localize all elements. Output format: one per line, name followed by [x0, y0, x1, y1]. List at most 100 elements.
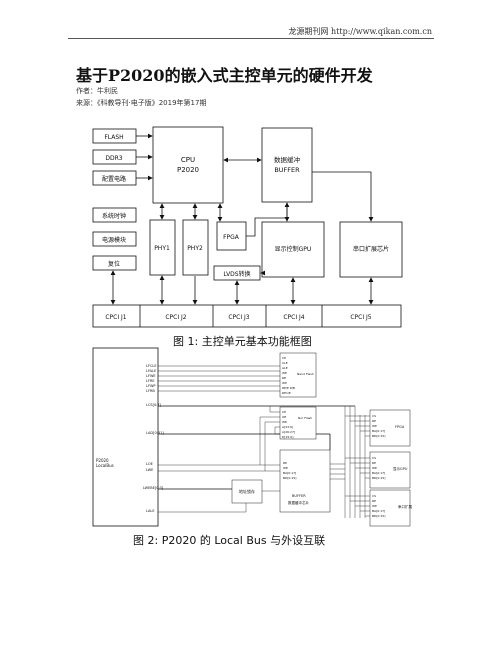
svg-text:LFWE: LFWE — [146, 374, 156, 378]
svg-text:系统时钟: 系统时钟 — [102, 212, 126, 220]
fpga-box: FPGA — [216, 221, 247, 251]
lwebe-label: LWEBE[0:3] — [143, 486, 164, 490]
flash-box: FLASH — [92, 128, 137, 144]
svg-text:地址锁存: 地址锁存 — [239, 488, 255, 494]
svg-text:DDR3: DDR3 — [105, 155, 122, 162]
svg-text:WE: WE — [282, 420, 287, 424]
svg-text:D[15:0]: D[15:0] — [282, 435, 293, 439]
svg-text:BD[0:15]: BD[0:15] — [372, 434, 385, 438]
svg-text:A[23:0]: A[23:0] — [282, 425, 293, 429]
figure2-localbus-diagram: P2020 LocalBus LFCLE LFALE LFWE LFRE LFW… — [92, 347, 412, 527]
power-module-box: 电源模块 — [92, 231, 137, 247]
phy1-box: PHY1 — [149, 219, 176, 276]
svg-text:复位: 复位 — [108, 260, 120, 268]
svg-text:WE: WE — [372, 504, 377, 508]
svg-text:LocalBus: LocalBus — [96, 463, 114, 468]
svg-text:CS: CS — [372, 414, 376, 418]
lcs-label: LCS[0:7] — [146, 403, 162, 407]
p2020-localbus-box: P2020 LocalBus — [92, 347, 159, 527]
svg-text:RE/E R/B: RE/E R/B — [282, 386, 295, 390]
svg-text:BA[0:17]: BA[0:17] — [372, 509, 385, 513]
article-author: 作者：牛利民 — [76, 87, 118, 95]
svg-text:RE: RE — [372, 461, 376, 465]
svg-text:WE: WE — [372, 424, 377, 428]
svg-text:LFWP: LFWP — [146, 384, 156, 388]
svg-text:串口扩展: 串口扩展 — [398, 504, 412, 509]
svg-text:WP: WP — [282, 381, 287, 385]
svg-text:WE: WE — [283, 466, 288, 470]
lale-label: LALE — [146, 509, 155, 513]
gpu-periph-box: CS RE WE BA[0:17] BD[0:15] 显示GPU — [369, 451, 411, 489]
system-clock-box: 系统时钟 — [92, 207, 137, 223]
svg-text:配置电路: 配置电路 — [102, 175, 126, 183]
nand-flash-box: CE CLE ALE WE RE WP RE/E R/B RE1/E Nand … — [279, 352, 317, 398]
svg-text:数据缓冲芯片: 数据缓冲芯片 — [288, 500, 309, 505]
svg-text:CPU: CPU — [181, 156, 195, 164]
svg-text:CLE: CLE — [282, 361, 288, 365]
svg-text:BD[0:15]: BD[0:15] — [372, 514, 385, 518]
svg-text:WE: WE — [282, 371, 287, 375]
nor-flash-box: CE OE WE A[23:0] A[26:27] D[15:0] Nor Fl… — [279, 406, 317, 440]
svg-text:BD[0:15]: BD[0:15] — [283, 476, 296, 480]
figure2-caption: 图 2: P2020 的 Local Bus 与外设互联 — [133, 534, 326, 547]
svg-text:RE: RE — [372, 499, 376, 503]
svg-text:PHY2: PHY2 — [187, 245, 203, 252]
svg-text:BA[0:17]: BA[0:17] — [372, 471, 385, 475]
svg-text:CS: CS — [372, 494, 376, 498]
svg-text:BD[0:15]: BD[0:15] — [372, 476, 385, 480]
svg-text:FPGA: FPGA — [395, 425, 405, 429]
phy2-box: PHY2 — [182, 219, 209, 276]
journal-header: 龙源期刊网 http://www.qikan.com.cn — [288, 27, 432, 36]
svg-text:显示控制GPU: 显示控制GPU — [275, 245, 312, 253]
svg-text:ALE: ALE — [282, 366, 288, 370]
gpu-box: 显示控制GPU — [261, 221, 325, 278]
svg-text:LFRB: LFRB — [146, 389, 155, 393]
cpci-j1-label: CPCI J1 — [105, 314, 126, 321]
buffer-chip-box: RE WE BA[0:17] BD[0:15] BUFFER 数据缓冲芯片 — [279, 449, 331, 513]
lwe-label: LWE — [146, 468, 153, 472]
data-buffer-box: 数据缓冲 BUFFER — [261, 127, 313, 203]
svg-text:CS: CS — [372, 456, 376, 460]
nand-signal-labels: LFCLE LFALE LFWE LFRE LFWP LFRB — [146, 364, 157, 393]
svg-text:RE: RE — [283, 461, 287, 465]
svg-text:BUFFER: BUFFER — [274, 166, 300, 174]
svg-text:LFRE: LFRE — [146, 379, 155, 383]
header-divider — [68, 38, 434, 39]
cpu-box: CPU P2020 — [152, 126, 224, 204]
svg-text:PHY1: PHY1 — [154, 245, 170, 252]
cpci-j4-label: CPCI J4 — [283, 314, 304, 321]
article-title: 基于P2020的嵌入式主控单元的硬件开发 — [76, 66, 373, 85]
article-source: 来源：《科教导刊·电子版》2019年第17期 — [76, 99, 207, 107]
cpci-j2-label: CPCI J2 — [165, 314, 186, 321]
address-latch-box: 地址锁存 — [231, 479, 263, 504]
svg-text:LVDS转换: LVDS转换 — [223, 270, 250, 278]
cpci-bus: CPCI J1 CPCI J2 CPCI J3 CPCI J4 CPCI J5 — [92, 304, 402, 328]
svg-text:CE: CE — [282, 410, 286, 414]
svg-text:RE: RE — [282, 376, 286, 380]
figure1-block-diagram: FLASH DDR3 配置电路 系统时钟 电源模块 复位 CPU P2020 数… — [92, 126, 403, 328]
svg-text:P2020: P2020 — [96, 458, 109, 463]
svg-text:FPGA: FPGA — [223, 234, 240, 241]
lvds-box: LVDS转换 — [213, 265, 261, 281]
figure1-caption: 图 1: 主控单元基本功能框图 — [173, 335, 312, 348]
svg-text:P2020: P2020 — [177, 166, 199, 174]
lad-label: LAD[0:31] — [146, 431, 164, 435]
svg-text:RE: RE — [372, 419, 376, 423]
serial-periph-box: CS RE WE BA[0:17] BD[0:15] 串口扩展 — [369, 489, 412, 527]
svg-text:Nand Flash: Nand Flash — [297, 372, 314, 376]
serial-expansion-box: 串口扩展芯片 — [339, 221, 403, 278]
cpci-j5-label: CPCI J5 — [350, 314, 371, 321]
svg-text:串口扩展芯片: 串口扩展芯片 — [353, 245, 389, 253]
svg-text:显示GPU: 显示GPU — [393, 467, 408, 471]
svg-text:RE1/E: RE1/E — [282, 391, 291, 395]
svg-text:电源模块: 电源模块 — [102, 236, 126, 244]
svg-text:BUFFER: BUFFER — [292, 494, 306, 498]
reset-box: 复位 — [92, 255, 137, 271]
svg-text:A[26:27]: A[26:27] — [282, 430, 295, 434]
loe-label: LOE — [146, 462, 153, 466]
cpci-j3-label: CPCI J3 — [228, 314, 249, 321]
svg-text:CE: CE — [282, 356, 286, 360]
ddr3-box: DDR3 — [92, 149, 137, 165]
svg-text:Nor Flash: Nor Flash — [298, 416, 312, 420]
svg-text:BA[0:17]: BA[0:17] — [372, 429, 385, 433]
